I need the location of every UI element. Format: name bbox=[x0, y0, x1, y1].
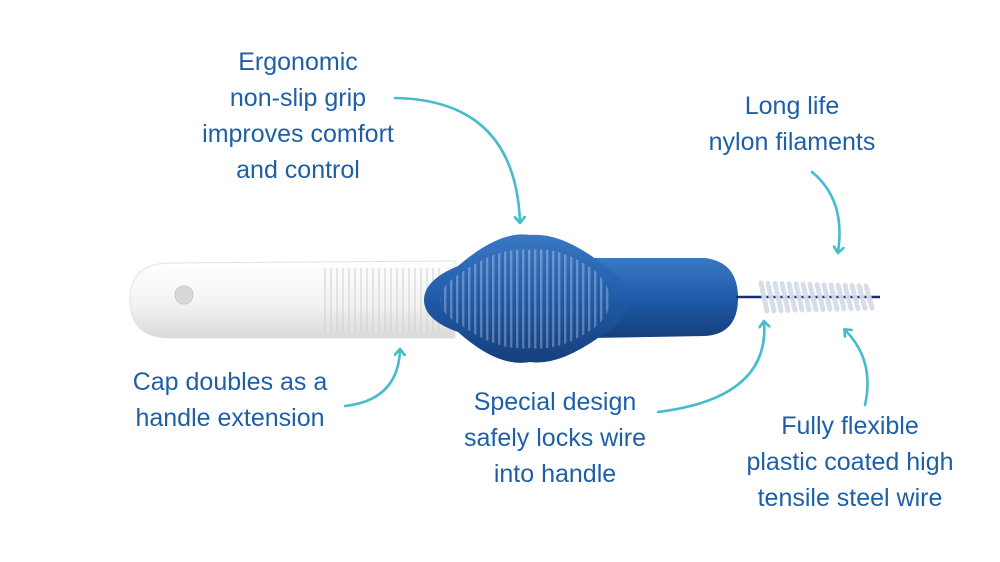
filament bbox=[758, 280, 770, 314]
grip-callout-line-1: Ergonomic bbox=[238, 48, 358, 76]
lock-callout: Special design safely locks wire into ha… bbox=[448, 384, 662, 492]
lock-arrow bbox=[656, 322, 764, 414]
filament bbox=[842, 282, 854, 312]
nylon-filaments bbox=[758, 280, 875, 314]
lock-callout-line-3: into handle bbox=[493, 460, 617, 488]
wire-callout: Fully flexible plastic coated high tensi… bbox=[730, 408, 970, 516]
cap-arrow bbox=[343, 350, 400, 408]
grip-callout: Ergonomic non-slip grip improves comfort… bbox=[190, 44, 406, 188]
filament bbox=[772, 280, 784, 314]
wire-callout-line-2: plastic coated high bbox=[746, 448, 954, 476]
filaments-callout-line-1: Long life bbox=[744, 92, 840, 120]
filaments-arrow bbox=[810, 170, 840, 252]
filament bbox=[800, 281, 812, 313]
filaments-callout: Long life nylon filaments bbox=[694, 88, 890, 160]
filament bbox=[765, 280, 777, 314]
grip-callout-line-3: improves comfort bbox=[202, 120, 394, 148]
filament bbox=[835, 282, 847, 312]
filament bbox=[828, 282, 840, 312]
filament bbox=[793, 281, 805, 313]
filament bbox=[849, 283, 861, 311]
filament bbox=[779, 281, 791, 313]
callout-arrows bbox=[343, 96, 869, 414]
cap-callout-line-2: handle extension bbox=[135, 404, 325, 432]
filament bbox=[786, 281, 798, 313]
wire-callout-line-1: Fully flexible bbox=[781, 412, 919, 440]
wire-arrow bbox=[845, 330, 869, 407]
cap-hole-icon bbox=[174, 285, 194, 305]
cap-callout: Cap doubles as a handle extension bbox=[120, 364, 340, 436]
wire-callout-line-3: tensile steel wire bbox=[757, 484, 943, 512]
cap-handle bbox=[129, 260, 456, 339]
filament bbox=[821, 282, 833, 312]
lock-callout-line-2: safely locks wire bbox=[464, 424, 646, 452]
filament bbox=[814, 282, 826, 312]
filament bbox=[856, 283, 868, 311]
grip-arrow bbox=[393, 96, 520, 222]
cap-callout-line-1: Cap doubles as a bbox=[132, 368, 328, 396]
grip-callout-line-4: and control bbox=[236, 156, 360, 184]
lock-callout-line-1: Special design bbox=[473, 388, 637, 416]
filament bbox=[807, 281, 819, 313]
filament bbox=[863, 283, 875, 311]
grip-callout-line-2: non-slip grip bbox=[229, 84, 367, 112]
blue-grip bbox=[424, 234, 630, 363]
blue-neck bbox=[590, 258, 738, 338]
filaments-callout-line-2: nylon filaments bbox=[708, 128, 876, 156]
brush-head bbox=[736, 280, 880, 314]
